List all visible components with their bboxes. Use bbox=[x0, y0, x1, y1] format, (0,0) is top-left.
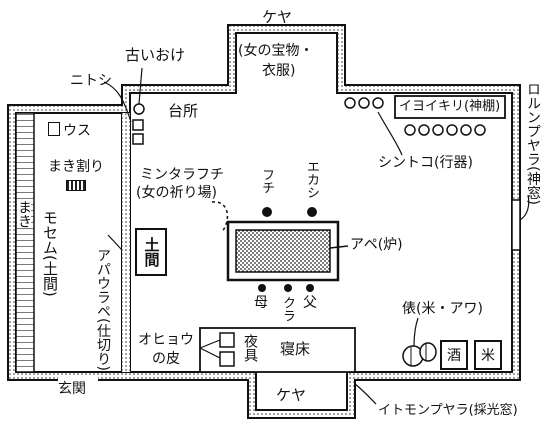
rice-barrel: 米 bbox=[474, 340, 502, 370]
mintarafuchi-label-2: (女の祈り場) bbox=[136, 185, 217, 201]
chichi-label: 父 bbox=[303, 295, 317, 311]
doma-box: 土間 bbox=[135, 228, 167, 276]
bed-label: 寝床 bbox=[280, 340, 311, 358]
tawara-bags bbox=[402, 317, 437, 367]
tawara-label: 俵(米・アワ) bbox=[402, 301, 483, 317]
entrance-gap bbox=[58, 376, 98, 384]
seat-ekashi bbox=[307, 207, 317, 217]
ohyou-label-2: の皮 bbox=[152, 351, 180, 367]
ape-label: アペ(炉) bbox=[350, 237, 403, 253]
ohyou-label-1: オヒョウ bbox=[138, 332, 194, 348]
firewood-storage bbox=[15, 112, 35, 373]
sake-barrel: 酒 bbox=[440, 340, 468, 370]
apaurape-line bbox=[107, 234, 123, 251]
seat-fuchi bbox=[262, 207, 272, 217]
treasure-label-1: (女の宝物・ bbox=[238, 43, 314, 59]
firewood-label: まき bbox=[16, 200, 32, 228]
nitoshi-box bbox=[132, 119, 144, 131]
mintarafuchi-label-1: ミンタラフチ bbox=[140, 167, 224, 183]
mortar-label: ウス bbox=[63, 123, 91, 139]
ekashi-label: エカシ bbox=[304, 160, 319, 199]
kamidana-shelf bbox=[394, 95, 506, 119]
doma-label: 土間 bbox=[142, 237, 161, 267]
itomunpuyara-label: イトモンプヤラ(採光窓) bbox=[378, 403, 518, 418]
shintoko-circles bbox=[344, 97, 486, 136]
kitchen-label: 台所 bbox=[168, 102, 199, 120]
keya-bottom-label: ケヤ bbox=[276, 386, 307, 404]
shintoko-label: シントコ(行器) bbox=[378, 155, 473, 171]
old-bucket-label: 古いおけ bbox=[125, 46, 186, 64]
nitoshi-label: ニトシ bbox=[70, 73, 112, 89]
haha-label: 母 bbox=[254, 295, 268, 311]
seat-chichi bbox=[306, 284, 314, 292]
seat-kura bbox=[284, 284, 292, 292]
god-window bbox=[511, 199, 521, 251]
keya-top-label: ケヤ bbox=[262, 8, 293, 26]
iyoikiri-label: イヨイキリ(神棚) bbox=[399, 99, 501, 114]
apaurape-label: アパウラペ(仕切り) bbox=[95, 248, 111, 371]
roruncpuyara-label: ロルンプヤラ(神窓) bbox=[525, 82, 541, 205]
entrance-label: 玄関 bbox=[58, 381, 86, 397]
fuchi-label: フチ bbox=[259, 168, 274, 194]
firewood-split-block bbox=[66, 180, 86, 191]
mosem-label: モセム(土間) bbox=[41, 210, 59, 297]
mortar-box bbox=[48, 122, 60, 136]
rice-label: 米 bbox=[481, 348, 495, 364]
bedding-label: 夜具 bbox=[242, 334, 258, 362]
kura-label: クラ bbox=[280, 296, 295, 322]
treasure-label-2: 衣服) bbox=[262, 63, 296, 79]
old-bucket-circle bbox=[133, 103, 145, 115]
sake-label: 酒 bbox=[447, 348, 461, 364]
firewood-split-label: まき割り bbox=[48, 159, 104, 175]
prayer-place-line bbox=[211, 201, 229, 233]
seat-haha bbox=[258, 284, 266, 292]
